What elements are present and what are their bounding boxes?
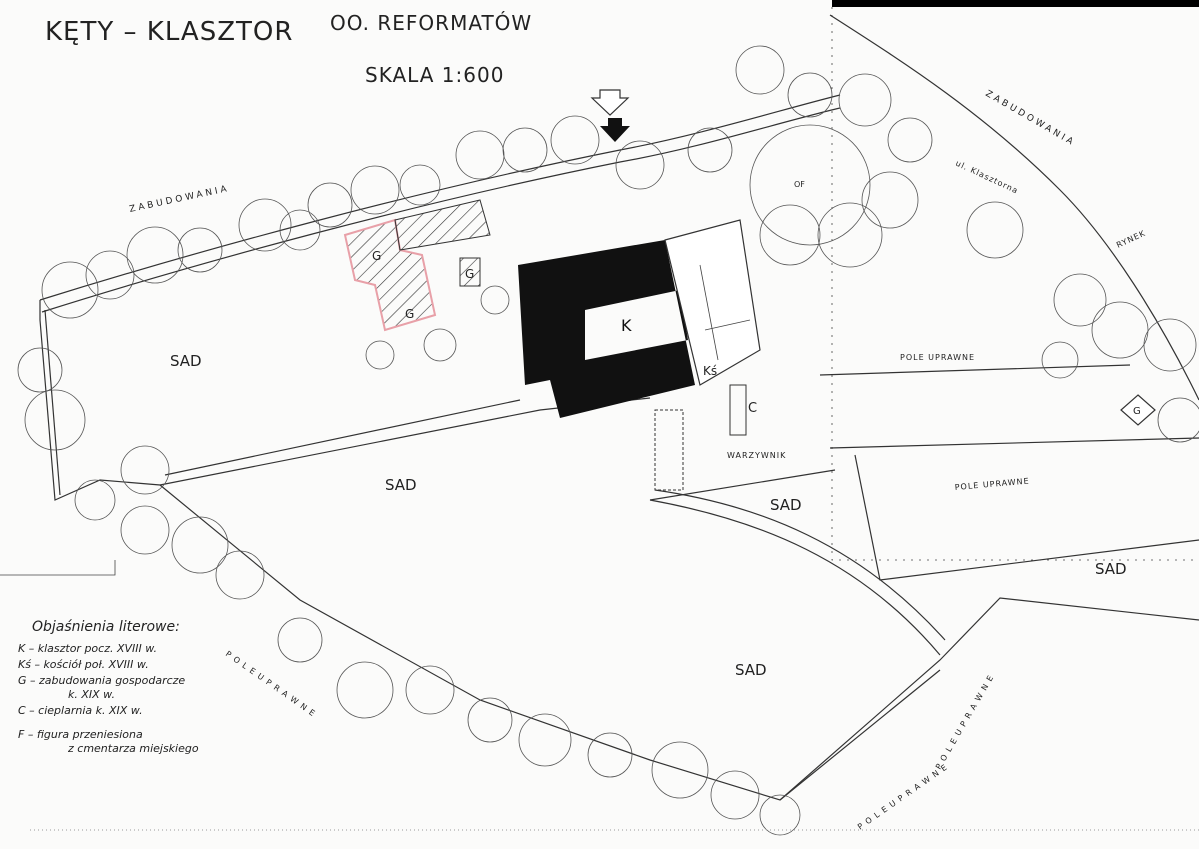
monastery-k [518,240,695,418]
legend-item-g-date: k. XIX w. [68,688,115,701]
church-ks [664,219,761,386]
label-sad-5: SAD [735,661,767,679]
label-pole-uprawne-4: P O L E U P R A W N E [934,673,996,771]
g-marker-diamond [1120,394,1156,426]
label-ks: Kś [703,364,717,378]
label-pole-uprawne-2: POLE UPRAWNE [954,476,1030,492]
label-g3: G [465,267,474,281]
trees [17,45,1199,836]
label-warzywnik: WARZYWNIK [727,451,786,460]
open-arrow-icon [590,89,630,116]
paper-fold-line [0,560,116,576]
label-zabudowania-left: ZABUDOWANIA [129,184,231,215]
outbuilding-g2-hatched [394,199,491,251]
label-g4: G [1133,406,1141,417]
garden-bed [654,409,684,491]
label-pole-uprawne-3: P O L E U P R A W N E [224,649,317,718]
label-pole-uprawne-5: P O L E U P R A W N E [856,762,949,831]
map-order: OO. REFORMATÓW [330,11,532,35]
solid-arrow-icon [600,118,630,142]
legend-item-c: C – cieplarnia k. XIX w. [18,704,143,717]
legend-item-f-2: z cmentarza miejskiego [67,742,199,755]
label-c: C [748,401,757,416]
label-pole-uprawne-1: POLE UPRAWNE [900,353,975,362]
label-rynek: RYNEK [1115,228,1147,249]
label-sad-1: SAD [170,352,202,370]
label-of: OF [794,180,805,189]
greenhouse-c [729,384,747,436]
scan-edge [832,0,1199,7]
label-g2: G [405,307,414,321]
label-g1: G [372,249,381,263]
road-lines [39,14,1199,801]
map-scale: SKALA 1:600 [365,63,504,87]
legend-item-f: F – figura przeniesiona [18,728,143,741]
legend-title: Objaśnienia literowe: [32,619,180,635]
legend-item-ks: Kś – kościół poł. XVIII w. [18,658,149,671]
legend: Objaśnienia literowe: K – klasztor pocz.… [18,619,199,755]
map-title: KĘTY – KLASZTOR [45,17,293,47]
legend-item-g: G – zabudowania gospodarcze [18,674,185,687]
label-zabudowania-right: ZABUDOWANIA [984,89,1078,149]
label-k: K [621,316,632,335]
paper-fold-line-2 [831,7,1199,561]
label-sad-2: SAD [385,476,417,494]
label-sad-4: SAD [1095,560,1127,578]
outbuilding-g3 [459,257,481,287]
legend-item-k: K – klasztor pocz. XVIII w. [18,642,157,655]
entrance-arrows [590,89,630,142]
label-sad-3: SAD [770,496,802,514]
label-street: ul. Klasztorna [954,159,1020,196]
